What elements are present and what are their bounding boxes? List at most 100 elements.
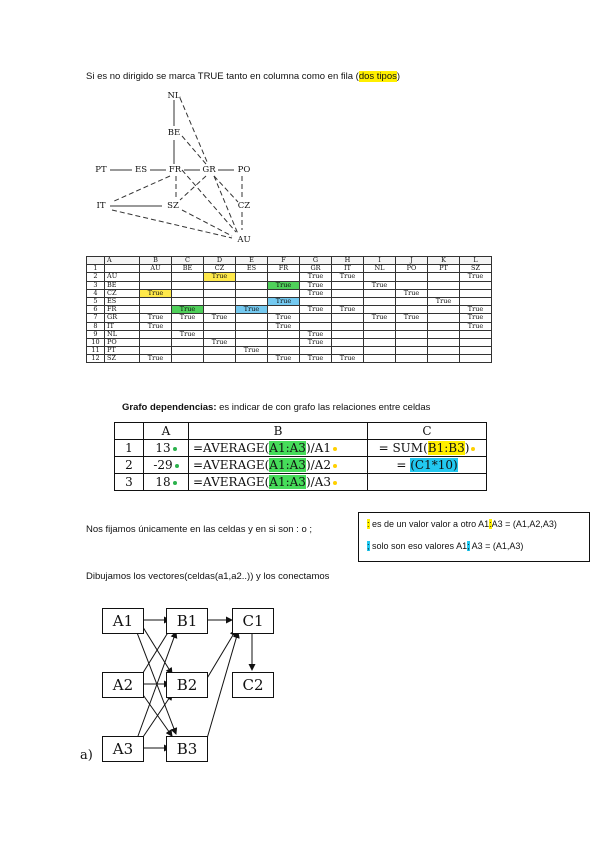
colon-mark: : (489, 519, 492, 529)
table-cell (171, 288, 204, 298)
table-cell: True (299, 329, 332, 339)
node-po: PO (237, 165, 251, 175)
table-cell (363, 329, 396, 339)
table-cell (395, 272, 428, 282)
table-cell (171, 321, 204, 331)
col-letter: L (459, 255, 492, 266)
table-cell (235, 272, 268, 282)
formula-part: = (396, 458, 411, 472)
node-it: IT (96, 201, 106, 211)
table-cell (363, 321, 396, 331)
table-cell (299, 321, 332, 331)
table-cell (331, 280, 364, 290)
dep-value: 13 (155, 441, 171, 455)
table-cell (171, 272, 204, 282)
table-cell (459, 296, 492, 307)
table-cell (267, 337, 300, 348)
semicolon-mark: ; (367, 541, 370, 551)
table-cell (331, 337, 364, 348)
table-cell: True (171, 313, 204, 323)
dep-value: -29 (153, 458, 173, 472)
table-cell (459, 288, 492, 298)
table-cell: True (267, 280, 300, 290)
intro-highlight: dos tipos (358, 71, 397, 82)
row-label: NL (104, 329, 140, 339)
table-cell (331, 321, 364, 331)
colon-mark: : (367, 519, 370, 529)
table-cell (203, 329, 236, 339)
table-row: 2 -29 =AVERAGE(A1:A3)/A2 = (C1*10) (114, 456, 487, 474)
table-cell: True (235, 305, 268, 315)
col-letter: B (139, 255, 172, 266)
node-au: AU (237, 235, 251, 245)
table-cell (299, 346, 332, 356)
table-cell: CZ (203, 264, 236, 274)
table-cell (395, 354, 428, 364)
table-cell (427, 272, 460, 282)
grafo-title-rest: es indicar de con grafo las relaciones e… (216, 402, 431, 413)
grafo-title: Grafo dependencias: es indicar de con gr… (122, 402, 430, 413)
table-cell: True (331, 354, 364, 364)
table-cell (235, 280, 268, 290)
formula-range: A1:A3 (269, 475, 306, 489)
network-labels: NL BE PT ES FR GR PO IT SZ CZ AU (86, 88, 286, 248)
yellow-dot-icon (332, 463, 337, 468)
row-label: SZ (104, 354, 140, 364)
table-cell (139, 296, 172, 307)
table-cell: True (331, 305, 364, 315)
dependency-graph-arrows (135, 616, 256, 752)
table-cell (171, 346, 204, 356)
table-cell (331, 329, 364, 339)
table-cell (459, 346, 492, 356)
table-cell: True (139, 288, 172, 298)
table-cell: AU (139, 264, 172, 274)
table-cell (427, 305, 460, 315)
dep-cell-c: = (C1*10) (367, 456, 487, 474)
dep-cell-c-empty (367, 473, 487, 491)
table-cell (459, 354, 492, 364)
row-label: ES (104, 296, 140, 307)
col-letter: D (203, 255, 236, 266)
formula-range: (C1*10) (410, 458, 458, 472)
table-cell (267, 272, 300, 282)
table-cell (235, 321, 268, 331)
col-letter: F (267, 255, 300, 266)
table-cell (427, 329, 460, 339)
node-pt: PT (95, 165, 107, 175)
row-number: 10 (86, 337, 105, 348)
table-cell: FR (267, 264, 300, 274)
note-line-colon: : es de un valor valor a otro A1:A3 = (A… (367, 519, 557, 529)
dependency-table: A B C 1 13 =AVERAGE(A1:A3)/A1 = SUM(B1:B… (114, 422, 487, 491)
table-cell (427, 354, 460, 364)
table-cell (235, 296, 268, 307)
row-number: 11 (86, 346, 105, 356)
table-cell: ES (235, 264, 268, 274)
table-cell (427, 288, 460, 298)
table-cell (427, 321, 460, 331)
table-cell: NL (363, 264, 396, 274)
table-cell: True (235, 346, 268, 356)
formula-range: B1:B3 (427, 441, 465, 455)
edge-be-gr (181, 135, 207, 165)
row-number: 4 (86, 288, 105, 298)
table-cell (139, 337, 172, 348)
formula-part: =AVERAGE( (193, 458, 270, 472)
table-cell (395, 337, 428, 348)
green-dot-icon (172, 480, 177, 485)
yellow-dot-icon (332, 480, 337, 485)
table-cell: True (171, 305, 204, 315)
arrow-b3-c1 (205, 631, 240, 743)
table-cell: True (139, 354, 172, 364)
table-cell (235, 337, 268, 348)
table-cell (331, 313, 364, 323)
table-cell (331, 288, 364, 298)
edge-it-au (111, 209, 233, 239)
table-cell: BE (171, 264, 204, 274)
table-cell (139, 329, 172, 339)
